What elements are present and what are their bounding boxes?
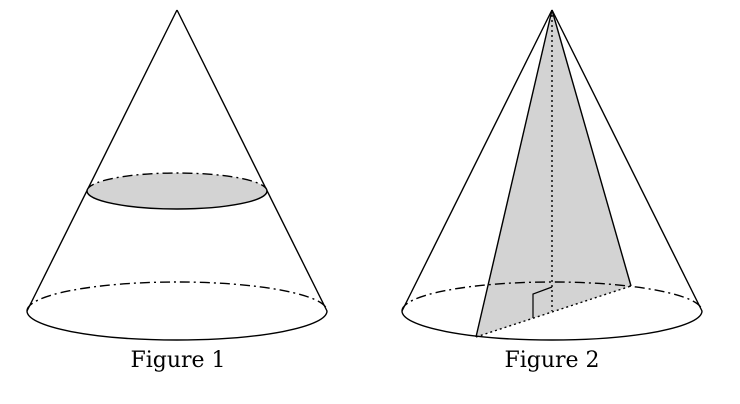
figure-2-triangle-left-edge [475, 9, 553, 338]
figure-2-triangle-right-edge [551, 9, 632, 287]
figure-1-cross-section-back-arc [86, 172, 268, 192]
figure-2-right-angle-marker [532, 286, 553, 318]
figure-2-base-front-arc [401, 310, 703, 341]
figure-2-base-chord [475, 285, 632, 338]
figure-1-cross-section [87, 173, 267, 209]
figure-1-base-front-arc [26, 310, 328, 341]
figure-2-cone [401, 9, 703, 341]
figure-2-left-slant [401, 9, 553, 312]
figure-1-cross-section-front-arc [86, 190, 268, 210]
figure-2-caption: Figure 2 [504, 348, 600, 373]
figure-1-cone [26, 9, 328, 341]
figure-2-right-slant [551, 9, 703, 312]
figure-1-right-slant [176, 9, 328, 312]
figure-1-base-back-arc [26, 281, 328, 312]
figure-2-base-back-arc [401, 281, 703, 312]
figure-1-left-slant [26, 9, 178, 312]
figure-1-caption: Figure 1 [130, 348, 226, 373]
figure-2-triangle-section [476, 10, 631, 337]
